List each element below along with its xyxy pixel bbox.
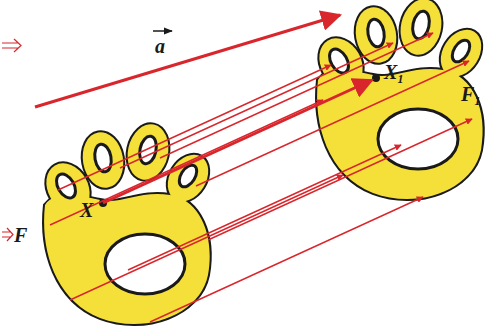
vector-name: a	[155, 36, 165, 56]
figure-name: F	[14, 225, 27, 245]
vector-sign	[153, 30, 172, 32]
figure-f1	[311, 0, 490, 199]
point-name: X	[80, 200, 93, 220]
pointer-arrows	[2, 39, 21, 241]
point-x1	[372, 74, 380, 82]
vector-x-x1	[103, 80, 372, 203]
translation-arrows	[50, 33, 472, 322]
figure-name: F₁	[461, 84, 481, 104]
point-name: X₁	[384, 62, 404, 82]
figure-f	[38, 120, 217, 324]
vector-a	[35, 15, 340, 107]
